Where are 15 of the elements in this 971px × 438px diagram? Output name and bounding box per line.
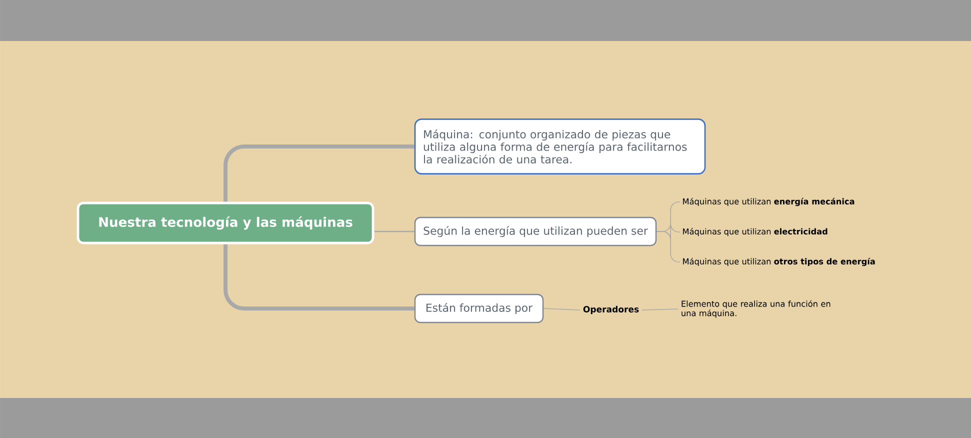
subtopic-text: Máquinas que utilizan otros tipos de energía: [683, 258, 875, 266]
connector-line: [374, 230, 414, 232]
connector-line: [656, 231, 680, 262]
connector-line: [224, 244, 414, 310]
note-text: Elemento que realiza una función en una máquina.: [682, 300, 830, 318]
subtopic-text: Operadores: [583, 306, 639, 314]
connector-line: [642, 308, 678, 310]
subtopic-text: Máquinas que utilizan electricidad: [683, 228, 828, 236]
topic-box: Máquina: conjunto organizado de piezas que utiliza alguna forma de energía para facilitarnos la realización de una tarea.: [414, 118, 706, 174]
subtopic-text: Máquinas que utilizan energía mecánica: [683, 198, 854, 206]
connector-line: [224, 144, 414, 202]
topic-box: Están formadas por: [414, 294, 544, 324]
topic-box: Según la energía que utilizan pueden ser: [414, 216, 657, 246]
connector-line: [543, 308, 580, 310]
central-topic-box: Nuestra tecnología y las máquinas: [76, 202, 374, 244]
